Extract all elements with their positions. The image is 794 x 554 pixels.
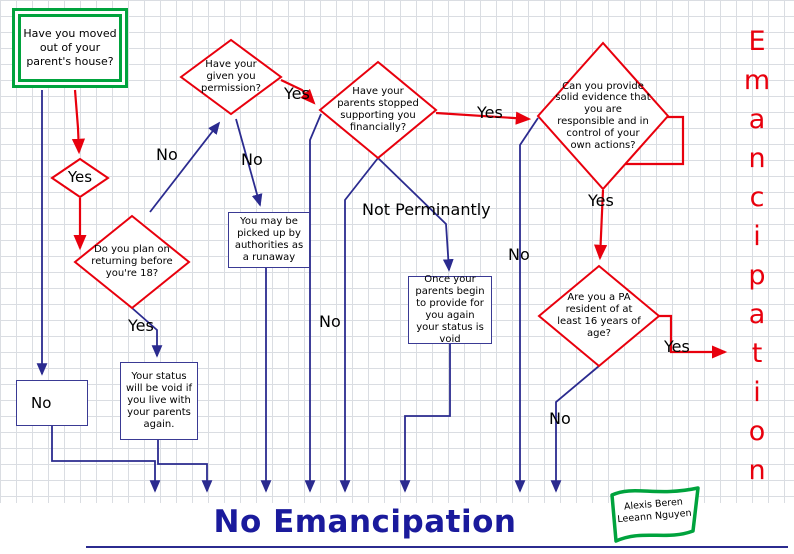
credits-flag: Alexis Beren Leeann Nguyen bbox=[604, 481, 704, 549]
diamond-evidence-shape bbox=[536, 41, 670, 191]
arrow-financial-left-to-bottom bbox=[304, 113, 322, 493]
arrow-pa-no-to-bottom bbox=[550, 365, 600, 493]
arrow-provide-to-bottom bbox=[399, 344, 451, 493]
arrow-evidence-loop bbox=[606, 115, 685, 166]
vertical-letter: n bbox=[748, 455, 766, 486]
arrow-statusvoid-to-bottom bbox=[157, 440, 213, 493]
arrow-financial-yes-to-evidence bbox=[435, 111, 532, 125]
vertical-letter: i bbox=[753, 377, 761, 408]
vertical-letter: a bbox=[748, 299, 766, 330]
vertical-letter: i bbox=[753, 221, 761, 252]
node-pa-resident: Are you a PA resident of at least 16 yea… bbox=[557, 292, 641, 339]
diamond-financial-shape bbox=[318, 60, 438, 160]
flag-icon bbox=[610, 486, 700, 543]
edge-label-permission-no: No bbox=[241, 150, 263, 169]
node-yes-gate: Yes bbox=[67, 168, 93, 187]
edge-label-financial-yes: Yes bbox=[477, 103, 503, 122]
diamond-permission-shape bbox=[179, 38, 283, 116]
node-permission: Have your given you permission? bbox=[201, 59, 261, 94]
edge-label-permission-yes: Yes bbox=[284, 84, 310, 103]
node-provide-again: Once your parents begin to provide for y… bbox=[408, 274, 492, 345]
node-financial: Have your parents stopped supporting you… bbox=[337, 86, 419, 133]
diamond-returning-shape bbox=[73, 214, 191, 310]
vertical-letter: n bbox=[748, 143, 766, 174]
edge-label-pa-no: No bbox=[549, 409, 571, 428]
vertical-letter: m bbox=[743, 65, 771, 96]
node-status-void: Your status will be void if you live wit… bbox=[120, 362, 198, 440]
arrow-permission-yes-to-financial bbox=[280, 79, 316, 105]
bottom-rule-line bbox=[86, 546, 788, 548]
emancipation-vertical-title: E m a n c i p a t i o n bbox=[736, 22, 778, 490]
arrow-returning-yes-to-statusvoid bbox=[131, 307, 163, 358]
node-runaway: You may be picked up by authorities as a… bbox=[228, 212, 310, 268]
arrow-nobox-to-bottom bbox=[51, 426, 161, 493]
edge-label-returning-yes: Yes bbox=[128, 316, 154, 335]
arrow-financial-no-to-bottom bbox=[339, 157, 379, 493]
edge-label-financial-no: No bbox=[319, 312, 341, 331]
arrow-financial-notperm-to-provide bbox=[377, 157, 454, 272]
edge-label-not-permanently: Not Perminantly bbox=[362, 200, 491, 219]
vertical-letter: E bbox=[748, 26, 766, 57]
node-start-label: Have you moved out of your parent's hous… bbox=[23, 27, 117, 68]
edge-label-returning-no: No bbox=[156, 145, 178, 164]
edge-label-pa-yes: Yes bbox=[664, 337, 690, 356]
arrow-start-to-yesgate bbox=[71, 89, 86, 155]
arrow-evidence-yes-to-pa bbox=[593, 189, 608, 261]
node-start: Have you moved out of your parent's hous… bbox=[12, 8, 128, 88]
edge-label-evidence-yes: Yes bbox=[588, 191, 614, 210]
arrow-permission-no-to-runaway bbox=[235, 118, 263, 207]
arrow-returning-no-to-permission bbox=[149, 121, 221, 213]
no-emancipation-title: No Emancipation bbox=[213, 504, 517, 540]
node-evidence: Can you provide solid evidence that you … bbox=[555, 80, 651, 151]
vertical-letter: c bbox=[749, 182, 765, 213]
vertical-letter: t bbox=[751, 338, 763, 369]
vertical-letter: p bbox=[748, 260, 766, 291]
vertical-letter: a bbox=[748, 104, 766, 135]
diamond-yes-gate-shape bbox=[50, 157, 110, 199]
arrow-pa-yes-to-emancipation bbox=[659, 314, 728, 359]
node-returning: Do you plan on returning before you're 1… bbox=[91, 244, 173, 279]
edge-label-evidence-no: No bbox=[508, 245, 530, 264]
arrow-evidence-no-to-bottom bbox=[514, 117, 539, 493]
vertical-letter: o bbox=[748, 416, 766, 447]
node-no-box: No bbox=[16, 380, 88, 426]
diamond-pa-resident-shape bbox=[537, 264, 661, 368]
